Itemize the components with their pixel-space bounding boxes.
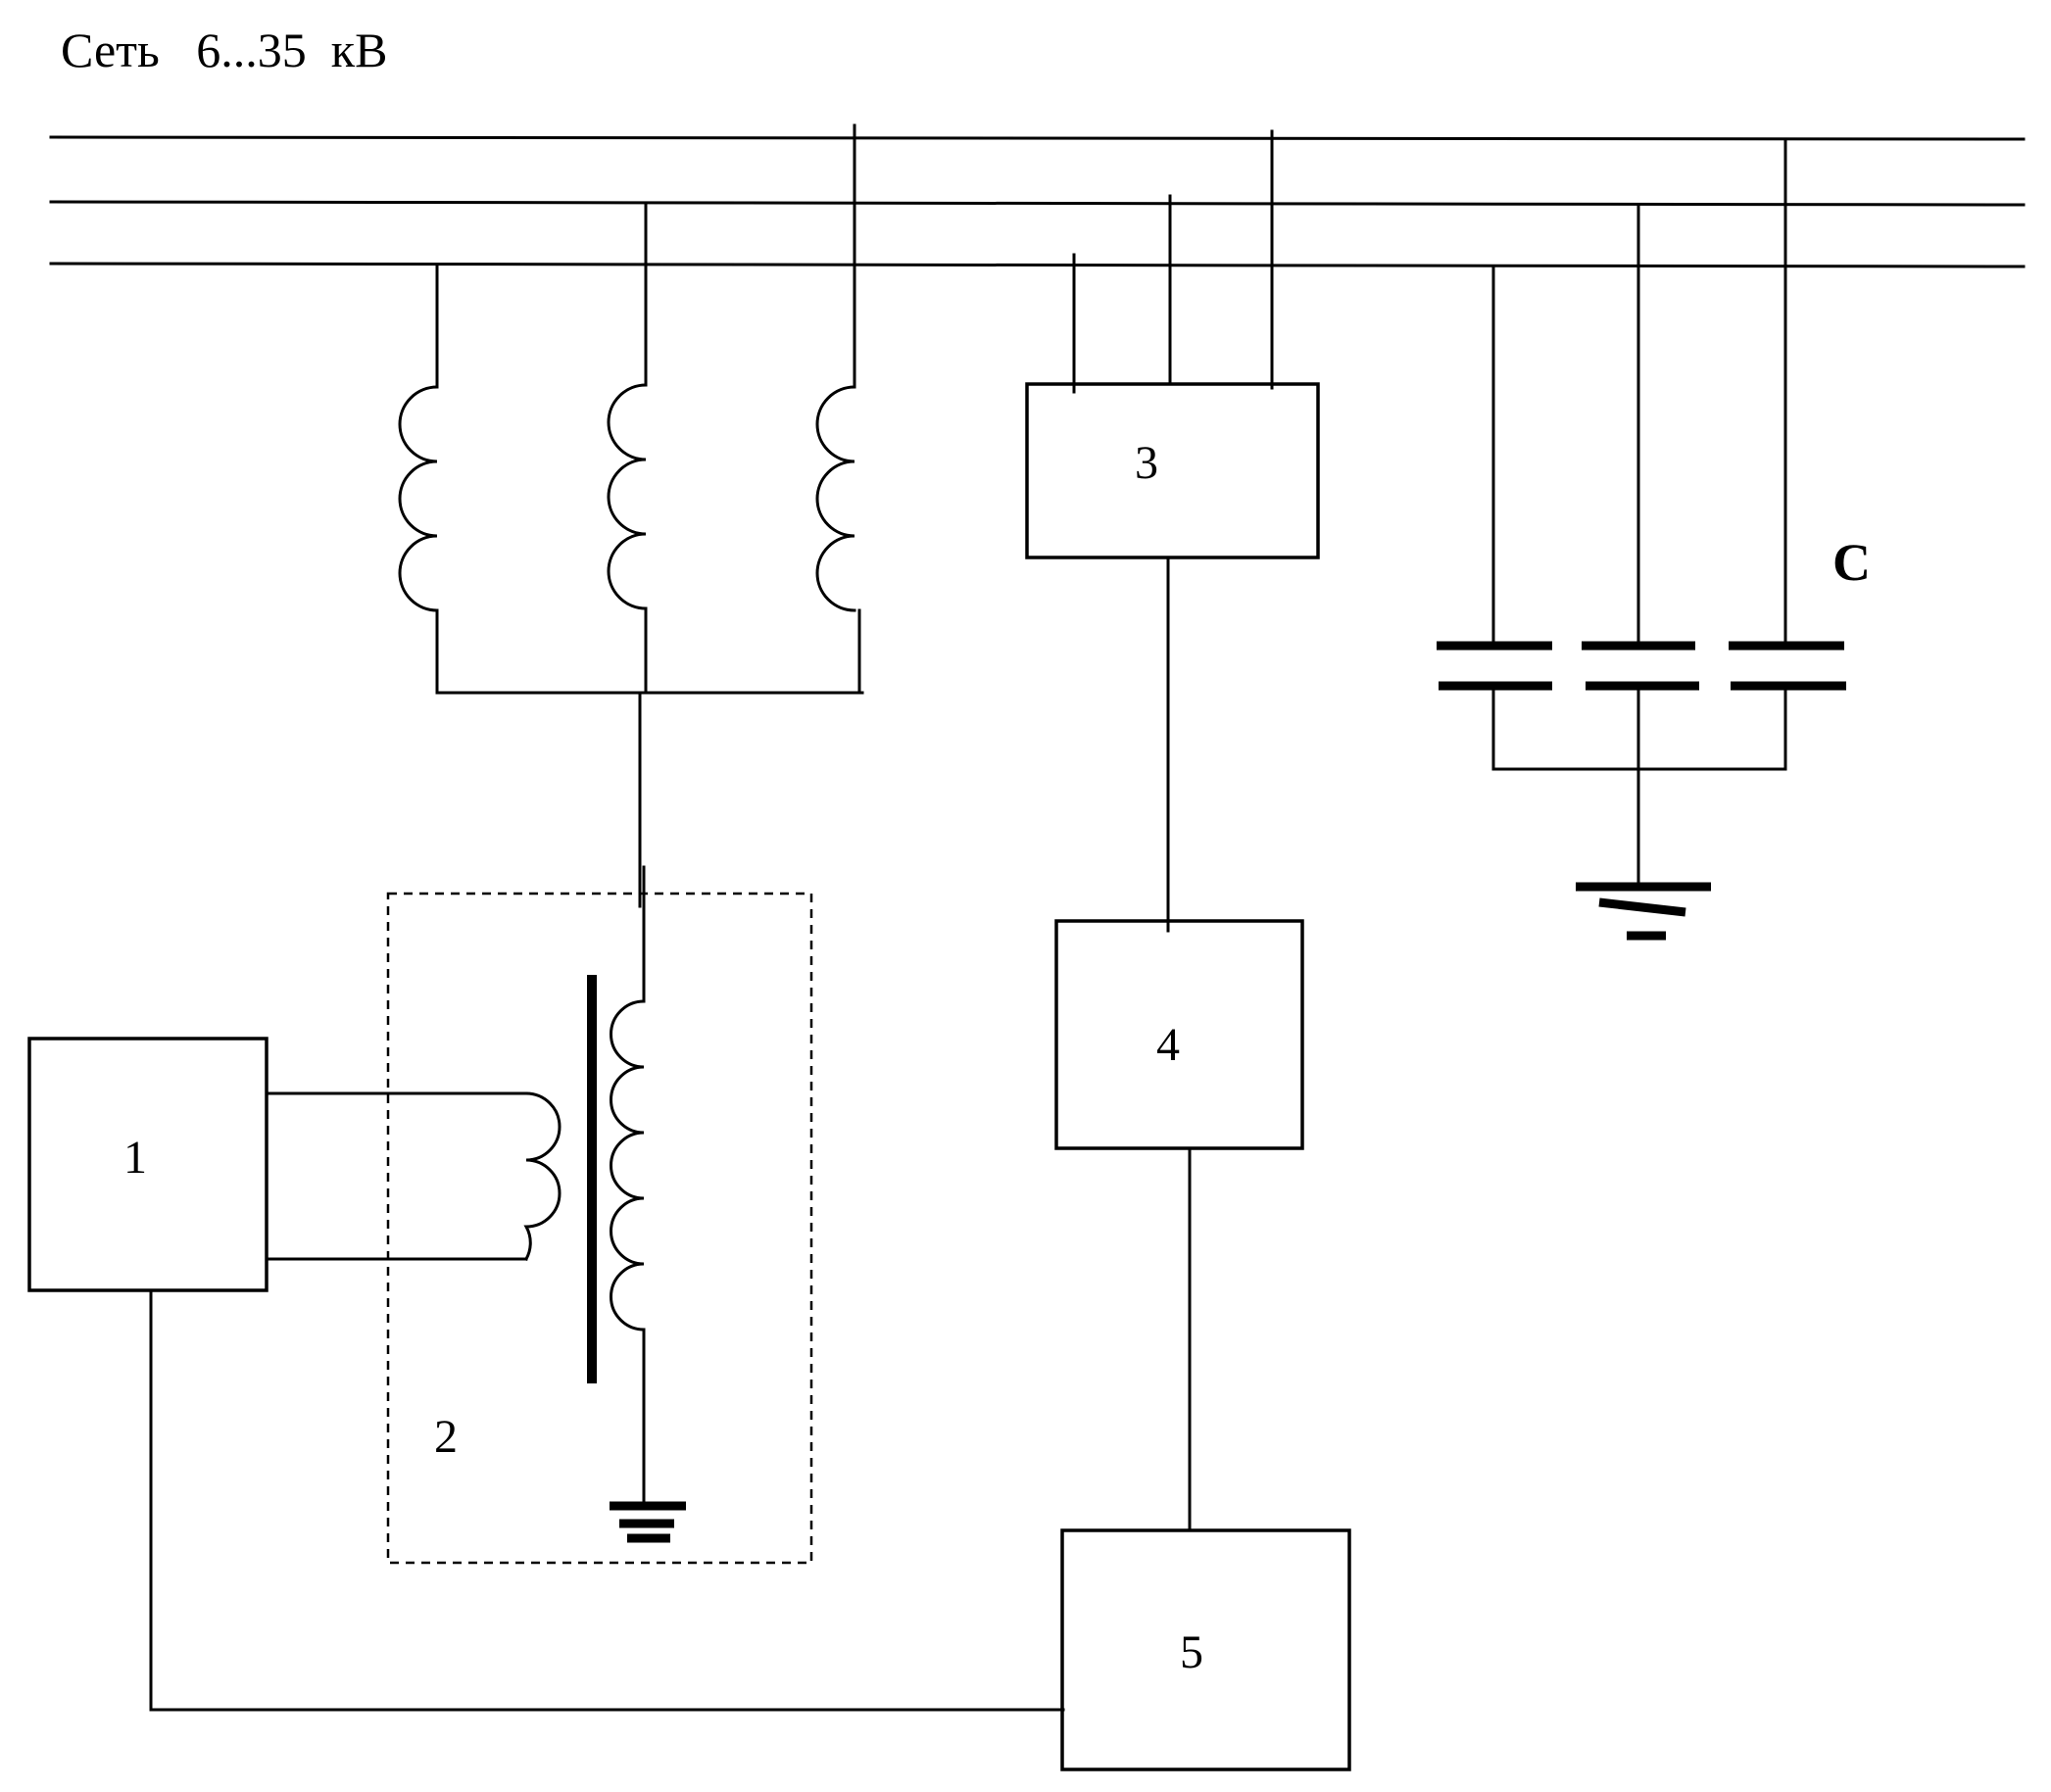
star-inductor-bank — [400, 125, 862, 693]
phase-line-a — [51, 137, 2024, 139]
secondary-winding-coil — [611, 1001, 645, 1330]
block-4-label: 4 — [1156, 1019, 1180, 1071]
ground-icon — [610, 1506, 686, 1538]
phase-line-c — [51, 264, 2024, 266]
block-1-label: 1 — [123, 1132, 147, 1184]
block-5-label: 5 — [1180, 1626, 1203, 1678]
three-phase-bus — [51, 137, 2024, 266]
inductor-coil-2 — [609, 385, 646, 608]
block-1-to-block-5-wire — [151, 1290, 1063, 1710]
primary-winding-coil — [526, 1093, 560, 1259]
capacitance-label: C — [1832, 533, 1871, 592]
block-1 — [29, 1039, 267, 1290]
network-title: Сеть 6...35 кВ — [61, 23, 387, 77]
block-3-label: 3 — [1135, 437, 1158, 489]
phase-line-b — [51, 202, 2024, 205]
capacitor-bank: C — [1437, 139, 1871, 936]
inductor-coil-1 — [400, 387, 437, 610]
block-2-label: 2 — [434, 1411, 458, 1463]
block-5 — [1062, 1530, 1349, 1769]
ground-icon — [1576, 887, 1711, 936]
block-3 — [1027, 384, 1318, 557]
inductor-coil-3 — [817, 387, 855, 610]
block-2-transformer: 2 — [267, 894, 811, 1563]
